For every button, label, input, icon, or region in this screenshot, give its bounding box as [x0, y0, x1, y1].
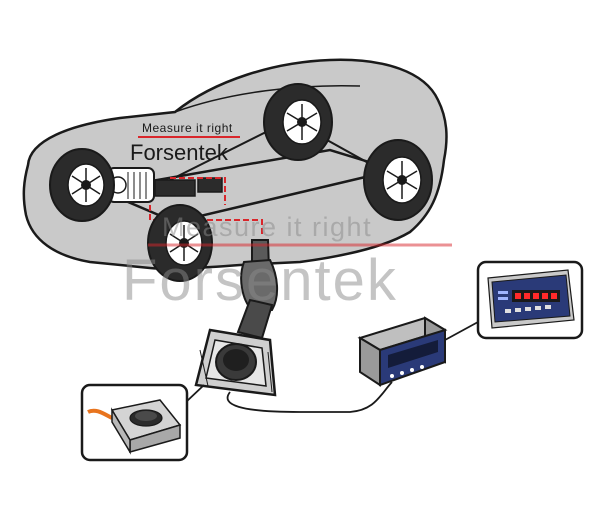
vehicle-body-icon [22, 58, 448, 271]
pedal-force-sensor-icon [194, 328, 277, 397]
panel-indicator-icon [487, 269, 575, 329]
watermark-tagline: Measure it right [162, 212, 372, 242]
tire-icon [49, 148, 115, 222]
tire-icon [363, 139, 433, 221]
tire-icon [263, 83, 333, 161]
panel-indicator-callout [476, 260, 584, 340]
sensor-detail-callout [80, 383, 189, 462]
logo-name: Forsentek [130, 140, 229, 165]
watermark: Measure it right Forsentek [122, 212, 452, 313]
tire-icon [147, 204, 213, 282]
brand-logo: Measure it right Forsentek [130, 121, 240, 165]
logo-tagline: Measure it right [142, 121, 233, 135]
watermark-name: Forsentek [122, 248, 398, 313]
weighing-indicator-icon [357, 316, 448, 387]
connection-cables [185, 321, 479, 413]
brake-pedal-icon [236, 239, 278, 340]
